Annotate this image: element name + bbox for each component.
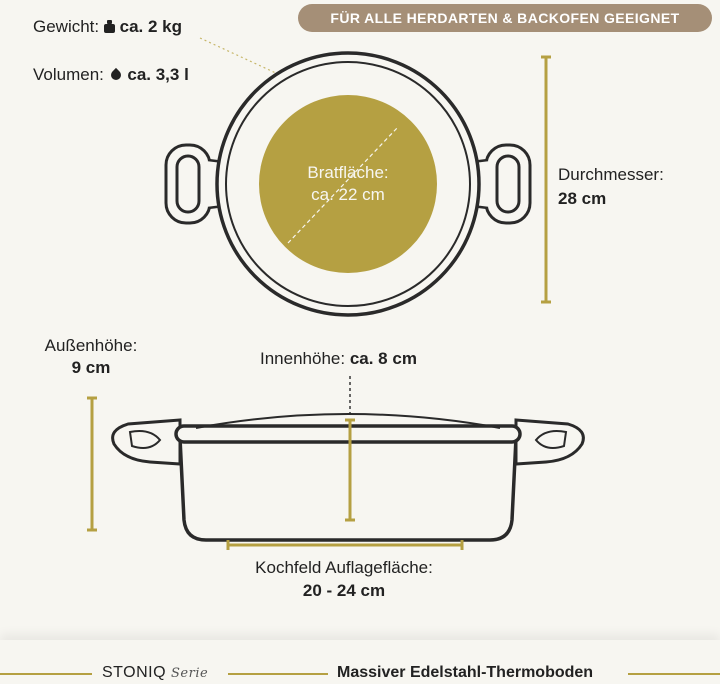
- outer-height-label: Außenhöhe:: [44, 336, 138, 355]
- weight-label: Gewicht:: [33, 17, 100, 36]
- pan-body: [178, 436, 518, 542]
- base-label-group: Kochfeld Auflagefläche: 20 - 24 cm: [224, 556, 464, 602]
- frying-value: ca. 22 cm: [311, 185, 385, 204]
- leader-line: [199, 37, 279, 75]
- diameter-value: 28 cm: [558, 189, 607, 208]
- frying-diameter-line: [287, 126, 399, 244]
- footer-line-middle: [228, 673, 328, 675]
- diameter-label: Durchmesser:: [558, 165, 664, 184]
- weight-icon: [103, 20, 115, 33]
- frying-label: Bratfläche:: [307, 163, 389, 182]
- volume-spec: Volumen: ca. 3,3 l: [33, 65, 189, 85]
- base-value: 20 - 24 cm: [302, 581, 386, 600]
- brand-script: Serie: [171, 666, 209, 681]
- side-handle-left: [111, 418, 182, 466]
- frying-surface: [259, 95, 437, 273]
- inner-height-label-group: Innenhöhe: ca. 8 cm: [260, 349, 417, 369]
- outer-height-label-group: Außenhöhe: 9 cm: [22, 335, 160, 379]
- outer-height-marker: [87, 396, 97, 532]
- diameter-label-group: Durchmesser: 28 cm: [558, 163, 664, 211]
- top-handle-left: [164, 143, 226, 225]
- base-label: Kochfeld Auflagefläche:: [255, 558, 433, 577]
- outer-height-value: 9 cm: [71, 358, 111, 377]
- inner-height-label: Innenhöhe:: [260, 349, 346, 368]
- brand-logo: STONIQ Serie: [102, 664, 208, 682]
- badge-text: FÜR ALLE HERDARTEN & BACKOFEN GEEIGNET: [330, 10, 680, 26]
- volume-label: Volumen:: [33, 65, 104, 84]
- compatibility-badge: FÜR ALLE HERDARTEN & BACKOFEN GEEIGNET: [298, 4, 712, 32]
- footer-line-left: [0, 673, 92, 675]
- diameter-marker: [541, 55, 551, 304]
- footer-bar: [0, 640, 720, 684]
- brand-name: STONIQ: [102, 664, 167, 681]
- inner-height-marker: [345, 418, 355, 522]
- top-handle-right: [470, 143, 532, 225]
- pan-side-opening: [195, 413, 501, 429]
- footer-tagline: Massiver Edelstahl-Thermoboden: [337, 664, 594, 681]
- frying-surface-label: Bratfläche: ca. 22 cm: [290, 162, 406, 206]
- side-handle-right: [514, 418, 585, 466]
- footer-line-right: [628, 673, 720, 675]
- inner-height-value: ca. 8 cm: [349, 349, 417, 368]
- pan-side-rim: [174, 424, 522, 444]
- weight-spec: Gewicht: ca. 2 kg: [33, 17, 182, 37]
- base-width-marker: [226, 540, 464, 550]
- volume-value: ca. 3,3 l: [127, 65, 189, 84]
- weight-value: ca. 2 kg: [119, 17, 182, 36]
